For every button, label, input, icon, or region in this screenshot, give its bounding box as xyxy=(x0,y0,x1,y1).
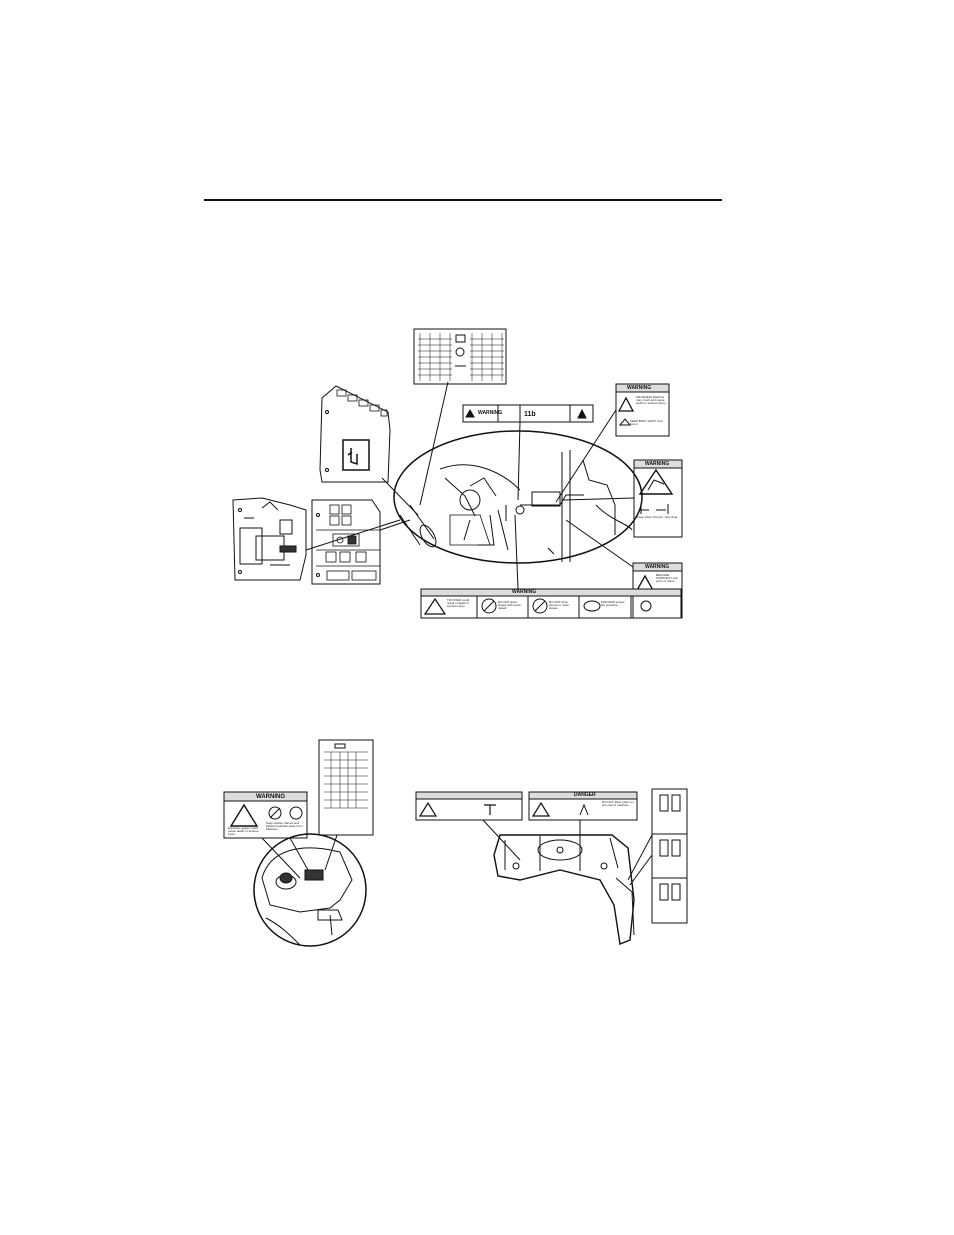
crushing-warning-title: WARNING xyxy=(627,385,652,391)
keep-sparks-text: Keep sparks, flames and lighted material… xyxy=(266,821,303,832)
battery-compartment-view xyxy=(253,833,367,947)
fuse-chart-decal xyxy=(318,739,374,836)
control-panel-decal-lower xyxy=(311,499,381,585)
no-step-text: BECOME SUPPORT Lock arms or frame. xyxy=(656,573,678,584)
slopes-across-text: DO NOT drive across or down slopes. xyxy=(549,600,570,611)
leader-lines xyxy=(305,381,635,590)
cab-interior-view xyxy=(393,430,643,564)
keep-away-text: KEEP BODY AWAY from boom. xyxy=(630,419,664,427)
slopes-boom-text: DO NOT drive slopes with boom raised. xyxy=(498,600,522,611)
machine-diagram-decal xyxy=(232,497,307,581)
platform-control-decal xyxy=(651,788,688,924)
crushing-warning-decal xyxy=(615,383,670,437)
boom-warning-decal xyxy=(633,459,683,538)
hydraulic-chart-decal xyxy=(413,328,507,385)
danger-title: DANGER xyxy=(574,792,596,798)
warning-decal-bar xyxy=(462,404,594,423)
tipover-text: TIP-OVER could result in death or seriou… xyxy=(447,598,470,609)
tire-warning-title: WARNING xyxy=(645,564,670,570)
battery-warning-title: WARNING xyxy=(256,794,285,800)
bar-warning-label: WARNING xyxy=(478,410,503,416)
keep-clear-text: Keep clear of boom, stay clear. xyxy=(637,515,679,519)
do-not-allow-text: DO NOT allow riders on any part of machi… xyxy=(602,800,634,808)
battery-warning-decal xyxy=(223,791,308,839)
danger-decal xyxy=(528,791,638,821)
crushing-warning-text: CRUSHING Machine may crush and cause dea… xyxy=(636,395,667,406)
electrocution-danger-decal xyxy=(415,791,523,821)
tipover-warning-decal xyxy=(420,588,682,619)
boom-warning-title: WARNING xyxy=(645,461,670,467)
platform-view xyxy=(493,834,635,945)
control-panel-decal-upper xyxy=(319,385,391,483)
tipover-warning-title: WARNING xyxy=(512,589,537,595)
decal-code-label: 11b xyxy=(524,411,536,418)
header-rule xyxy=(204,199,722,201)
explosive-gases-text: Explosive gases could cause death or ser… xyxy=(228,826,259,837)
tire-pressure-text: MAINTAIN proper tire pressure. xyxy=(601,600,625,608)
